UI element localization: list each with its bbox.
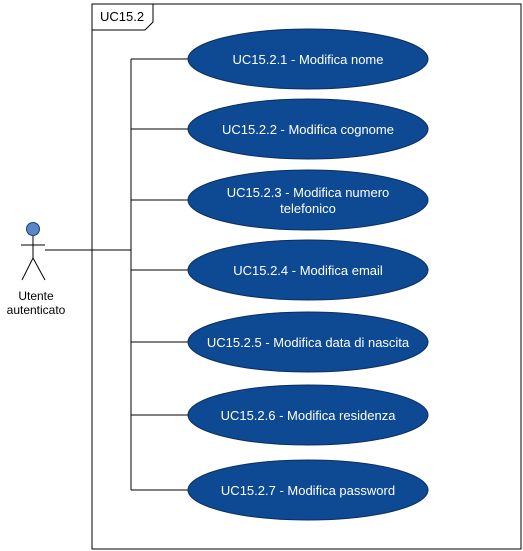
use-case-label: UC15.2.6 - Modifica residenza [221,408,397,423]
use-case-7[interactable]: UC15.2.7 - Modifica password [187,459,429,521]
frame-label-tab [92,4,154,31]
use-case-1[interactable]: UC15.2.1 - Modifica nome [187,28,429,90]
use-case-5[interactable]: UC15.2.5 - Modifica data di nascita [187,311,429,373]
actor-right-leg [32,257,46,281]
use-case-ellipse[interactable] [187,459,429,521]
use-case-4[interactable]: UC15.2.4 - Modifica email [187,239,429,301]
frame-label: UC15.2 [100,9,144,24]
use-case-2[interactable]: UC15.2.2 - Modifica cognome [187,98,429,160]
actor-label-line2: autenticato [7,303,66,317]
use-case-label: UC15.2.3 - Modifica numero [227,185,390,200]
use-case-ellipse[interactable] [187,98,429,160]
use-case-label: UC15.2.4 - Modifica email [233,263,383,278]
use-case-6[interactable]: UC15.2.6 - Modifica residenza [187,384,429,446]
use-case-ellipse[interactable] [187,384,429,446]
use-case-label: UC15.2.7 - Modifica password [221,483,395,498]
use-case-ellipse[interactable] [187,169,429,231]
connectors [45,58,188,491]
use-case-label: UC15.2.2 - Modifica cognome [222,122,394,137]
use-case-label: UC15.2.1 - Modifica nome [232,52,383,67]
system-frame: UC15.2 [91,3,522,550]
use-case-ellipse[interactable] [187,311,429,373]
actor-left-leg [21,257,34,281]
use-case-ellipse[interactable] [187,239,429,301]
actor: Utente autenticato [7,222,66,317]
use-case-label: telefonico [280,201,336,216]
use-case-ellipse[interactable] [187,28,429,90]
use-case-label: UC15.2.5 - Modifica data di nascita [207,335,410,350]
actor-label-line1: Utente [18,289,54,303]
frame-boundary [91,3,522,550]
actor-head-icon [26,222,40,236]
